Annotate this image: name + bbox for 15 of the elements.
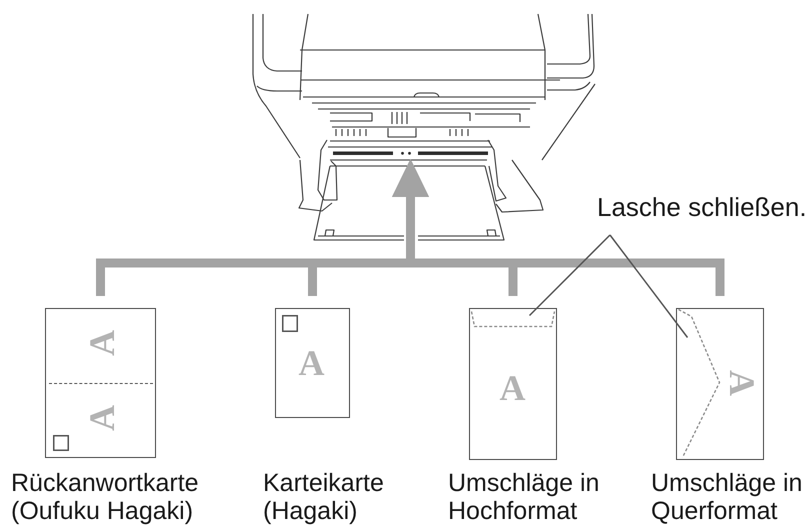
envelope-flap (471, 311, 556, 328)
leader-line (609, 234, 688, 338)
card-caption: Umschläge in Querformat (651, 469, 804, 525)
sample-letter: A (500, 370, 526, 406)
sample-letter: A (724, 370, 760, 396)
paper-slot (333, 151, 488, 157)
card-caption: Karteikarte (Hagaki) (263, 469, 385, 525)
envelope-flap (678, 309, 721, 459)
card-caption: Umschläge in Hochformat (448, 469, 600, 525)
card-caption: Rückanwortkarte (Oufuku Hagaki) (11, 469, 200, 525)
callout-label: Lasche schließen. (597, 193, 807, 221)
leader-line (528, 234, 611, 316)
sample-letter: A (298, 344, 324, 380)
sample-letter: A (84, 330, 120, 356)
sample-letter: A (84, 404, 120, 430)
